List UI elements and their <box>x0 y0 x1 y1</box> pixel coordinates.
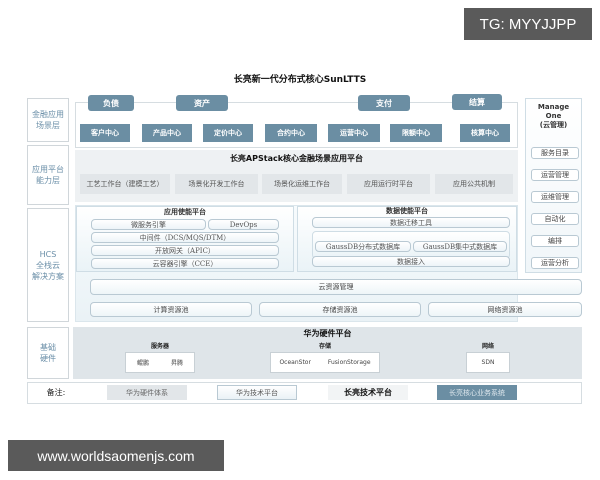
devops: DevOps <box>208 219 279 230</box>
data-access: 数据接入 <box>312 256 510 267</box>
cloud-resource-management: 云资源管理 <box>90 279 582 295</box>
scene-center-limit: 限额中心 <box>390 124 442 142</box>
manage-one-automation: 自动化 <box>531 213 579 225</box>
scene-center-customer: 客户中心 <box>80 124 130 142</box>
apstack-title: 长亮APStack核心金融场景应用平台 <box>229 154 364 163</box>
watermark-bottom: www.worldsaomenjs.com <box>8 440 224 471</box>
storage-fusionstorage: FusionStorage <box>327 359 371 366</box>
hardware-group-server: 服务器 <box>150 343 169 350</box>
scene-tab-asset: 资产 <box>176 95 228 111</box>
hardware-group-network: 网络 <box>481 343 494 350</box>
storage-oceanstor: OceanStor <box>279 359 311 366</box>
apstack-item-ops: 场景化运维工作台 <box>262 174 342 194</box>
scene-tab-payment: 支付 <box>358 95 410 111</box>
scene-tab-liability: 负债 <box>88 95 134 111</box>
network-pool: 网络资源池 <box>428 302 582 317</box>
manage-one-analytics: 运营分析 <box>531 257 579 269</box>
manage-one-service-catalog: 服务目录 <box>531 147 579 159</box>
legend-huawei-hardware: 华为硬件体系 <box>107 385 187 400</box>
scene-center-pricing: 定价中心 <box>203 124 253 142</box>
layer-label-hardware: 基础 硬件 <box>27 327 69 379</box>
storage-box: OceanStor FusionStorage <box>270 352 380 373</box>
diagram-title: 长亮新一代分布式核心SunLTTS <box>233 75 367 85</box>
scene-center-product: 产品中心 <box>142 124 192 142</box>
scene-center-accounting: 核算中心 <box>460 124 510 142</box>
server-kunpeng: 鲲鹏 <box>136 360 149 367</box>
storage-pool: 存储资源池 <box>259 302 421 317</box>
container-engine: 云容器引擎（CCE） <box>91 258 279 269</box>
manage-one-operation-mgmt: 运营管理 <box>531 169 579 181</box>
compute-pool: 计算资源池 <box>90 302 252 317</box>
gaussdb-centralized: GaussDB集中式数据库 <box>413 241 507 252</box>
manage-one-om-mgmt: 运维管理 <box>531 191 579 203</box>
watermark-top: TG: MYYJJPP <box>464 8 592 40</box>
gaussdb-distributed: GaussDB分布式数据库 <box>315 241 411 252</box>
apstack-item-runtime: 应用运行时平台 <box>347 174 430 194</box>
microservice-engine: 微服务引擎 <box>91 219 206 230</box>
scene-center-contract: 合约中心 <box>265 124 317 142</box>
server-ascend: 昇腾 <box>170 360 183 367</box>
manage-one-title: Manage One (云管理) <box>537 103 570 129</box>
legend-sunline-tech: 长亮技术平台 <box>328 385 408 400</box>
hardware-group-storage: 存储 <box>318 343 331 350</box>
scene-center-operation: 运营中心 <box>328 124 380 142</box>
apstack-item-dev: 场景化开发工作台 <box>175 174 258 194</box>
data-enable-title: 数据使能平台 <box>386 206 428 215</box>
hardware-title: 华为硬件平台 <box>303 329 352 338</box>
legend-sunline-core: 长亮核心业务系统 <box>437 385 517 400</box>
legend-label: 备注: <box>46 388 66 397</box>
layer-label-platform: 应用平台 能力层 <box>27 145 69 205</box>
network-box: SDN <box>466 352 510 373</box>
scene-tab-settlement: 结算 <box>452 94 502 110</box>
apstack-item-common: 应用公共机制 <box>435 174 513 194</box>
layer-label-hcs: HCS 全栈云 解决方案 <box>27 208 69 322</box>
open-gateway: 开放网关（APIC） <box>91 245 279 256</box>
network-sdn: SDN <box>481 359 495 366</box>
manage-one-orchestration: 编排 <box>531 235 579 247</box>
server-box: 鲲鹏 昇腾 <box>125 352 195 373</box>
middleware: 中间件（DCS/MQS/DTM） <box>91 232 279 243</box>
app-enable-title: 应用使能平台 <box>164 207 206 216</box>
legend-huawei-tech: 华为技术平台 <box>217 385 297 400</box>
layer-label-scene: 金融应用 场景层 <box>27 98 69 142</box>
data-migration-tool: 数据迁移工具 <box>312 217 510 228</box>
apstack-item-modeling: 工艺工作台（建模工艺） <box>80 174 170 194</box>
